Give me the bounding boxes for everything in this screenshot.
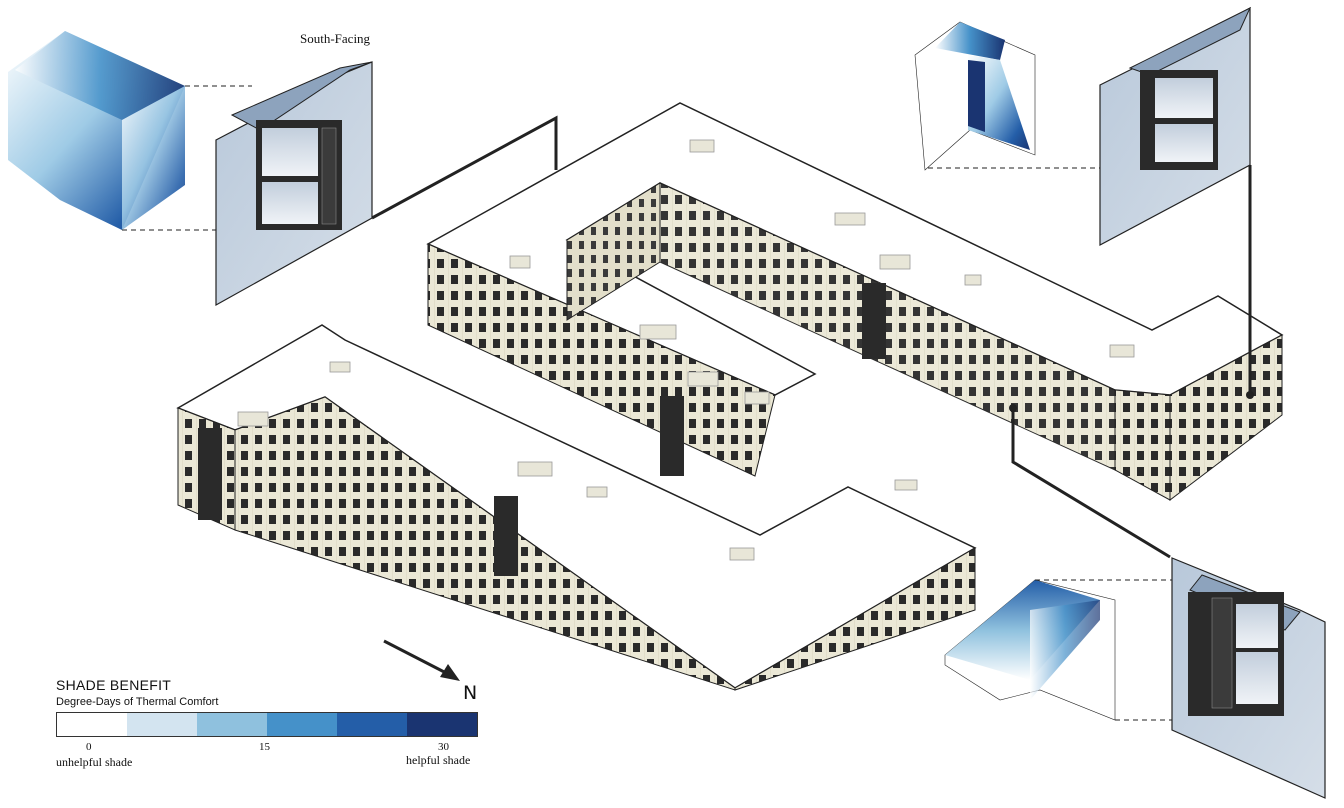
stair-core-middle	[660, 396, 684, 476]
window-detail-south	[215, 61, 373, 307]
upper-wing-facade-west	[427, 243, 776, 477]
leader-south-east	[1011, 408, 1171, 559]
legend-swatch-5	[407, 713, 477, 736]
legend-tick-15: 15	[259, 741, 270, 753]
leader-south	[371, 115, 558, 220]
north-label: N	[463, 682, 478, 704]
window-detail-east	[1171, 557, 1326, 799]
leader-lines	[371, 115, 1252, 559]
north-arrow	[383, 639, 460, 681]
shade-map-south	[8, 31, 185, 230]
shade-map-north	[914, 21, 1036, 171]
lower-wing-facade-east	[734, 547, 976, 691]
south-facing-label: South-Facing	[300, 31, 371, 46]
upper-wing-facade-south-lower	[1114, 389, 1171, 501]
legend-title: SHADE BENEFIT	[56, 677, 172, 693]
legend-swatch-0	[57, 713, 127, 736]
building	[176, 102, 1284, 691]
legend-subtitle: Degree-Days of Thermal Comfort	[56, 696, 219, 708]
rooftop-units	[237, 139, 1135, 561]
legend-color-bar	[56, 712, 478, 737]
upper-wing-facade-east	[1169, 334, 1283, 502]
leader-dot-ne	[1246, 391, 1254, 399]
stair-core-upper	[862, 283, 886, 359]
shade-map-east	[944, 579, 1116, 721]
stair-core-lower	[494, 496, 518, 576]
stair-core-west	[198, 428, 222, 520]
legend-right-caption: helpful shade	[406, 753, 471, 767]
legend-swatch-4	[337, 713, 407, 736]
legend-tick-30: 30	[438, 741, 449, 753]
legend-left-caption: unhelpful shade	[56, 755, 133, 769]
leader-dot-se	[1009, 404, 1017, 412]
legend-swatch-3	[267, 713, 337, 736]
legend-swatch-2	[197, 713, 267, 736]
courtyard-inner-wall	[566, 182, 661, 321]
legend-tick-0: 0	[86, 741, 92, 753]
window-detail-north	[1099, 6, 1252, 246]
legend-swatch-1	[127, 713, 197, 736]
